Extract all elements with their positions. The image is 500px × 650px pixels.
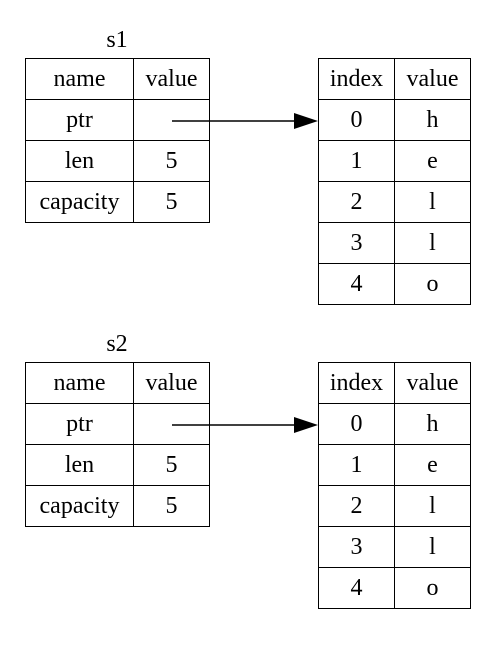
heap-header-row: index value: [318, 362, 471, 404]
field-value-cell: 5: [133, 140, 210, 182]
stack-table: name value ptr len 5 capacity 5: [25, 362, 210, 527]
field-value-cell: [133, 403, 210, 445]
header-cell: value: [133, 58, 210, 100]
stack-row-ptr: ptr: [25, 403, 210, 445]
stack-row-capacity: capacity 5: [25, 181, 210, 223]
index-cell: 1: [318, 140, 395, 182]
index-cell: 0: [318, 403, 395, 445]
stack-header-row: name value: [25, 58, 210, 100]
index-cell: 4: [318, 263, 395, 305]
heap-row: 3 l: [318, 526, 471, 568]
heap-row: 4 o: [318, 567, 471, 609]
pointer-arrow-s2: [172, 417, 318, 433]
variable-title: s1: [106, 27, 128, 53]
char-cell: l: [394, 485, 471, 527]
heap-row: 4 o: [318, 263, 471, 305]
field-name-cell: capacity: [25, 485, 134, 527]
header-cell: index: [318, 58, 395, 100]
header-cell: value: [394, 58, 471, 100]
header-cell: name: [25, 58, 134, 100]
stack-table: name value ptr len 5 capacity 5: [25, 58, 210, 223]
heap-row: 1 e: [318, 140, 471, 182]
char-cell: h: [394, 99, 471, 141]
stack-header-row: name value: [25, 362, 210, 404]
char-cell: e: [394, 140, 471, 182]
heap-row: 2 l: [318, 181, 471, 223]
index-cell: 1: [318, 444, 395, 486]
char-cell: o: [394, 263, 471, 305]
heap-table: index value 0 h 1 e 2 l 3 l 4 o: [318, 58, 471, 305]
field-name-cell: capacity: [25, 181, 134, 223]
char-cell: l: [394, 181, 471, 223]
index-cell: 2: [318, 181, 395, 223]
header-cell: index: [318, 362, 395, 404]
diagram-block-s2: s2 name value ptr len 5 capacity 5 index…: [0, 304, 500, 614]
header-cell: name: [25, 362, 134, 404]
pointer-arrow-s1: [172, 113, 318, 129]
field-name-cell: ptr: [25, 99, 134, 141]
char-cell: l: [394, 526, 471, 568]
field-value-cell: 5: [133, 485, 210, 527]
heap-row: 0 h: [318, 403, 471, 445]
variable-title: s2: [106, 331, 128, 357]
heap-row: 3 l: [318, 222, 471, 264]
heap-header-row: index value: [318, 58, 471, 100]
heap-row: 2 l: [318, 485, 471, 527]
header-cell: value: [133, 362, 210, 404]
index-cell: 3: [318, 526, 395, 568]
index-cell: 2: [318, 485, 395, 527]
index-cell: 4: [318, 567, 395, 609]
char-cell: o: [394, 567, 471, 609]
heap-table: index value 0 h 1 e 2 l 3 l 4 o: [318, 362, 471, 609]
header-cell: value: [394, 362, 471, 404]
stack-row-capacity: capacity 5: [25, 485, 210, 527]
char-cell: h: [394, 403, 471, 445]
field-value-cell: 5: [133, 181, 210, 223]
diagram-block-s1: s1 name value ptr len 5 capacity 5 index…: [0, 0, 500, 310]
field-name-cell: len: [25, 444, 134, 486]
